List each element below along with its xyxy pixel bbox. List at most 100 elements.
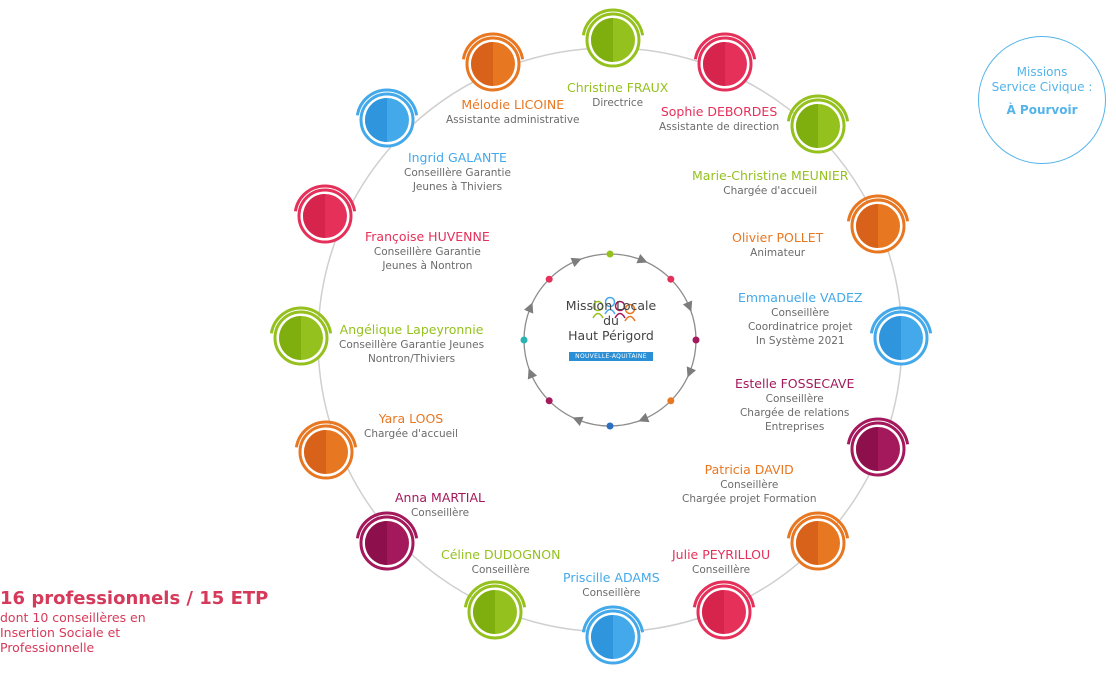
member-label-3: Marie-Christine MEUNIER Chargée d'accueil — [692, 168, 848, 198]
member-node-arc — [581, 605, 645, 633]
member-node-arc — [693, 32, 757, 60]
member-node-arc — [692, 580, 756, 608]
member-node-7 — [786, 511, 850, 571]
member-node-shade — [703, 42, 725, 86]
member-role: Assistante de direction — [659, 121, 780, 133]
member-node-shade — [702, 590, 724, 634]
service-civique-line2: Service Civique : — [991, 80, 1093, 94]
logo-figure-head — [614, 300, 626, 312]
member-node-arc — [355, 88, 419, 116]
member-node-arc — [294, 420, 358, 448]
service-civique-badge: Missions Service Civique : À Pourvoir — [978, 36, 1106, 164]
team-summary: 16 professionnels / 15 ETP dont 10 conse… — [0, 588, 268, 655]
cycle-arrow — [638, 412, 650, 423]
member-label-1: Christine FRAUX Directrice — [567, 80, 668, 110]
member-role: Coordinatrice projet — [747, 321, 853, 333]
member-node-shade — [365, 98, 387, 142]
member-role: Chargée d'accueil — [364, 428, 458, 440]
member-node-ring — [850, 421, 906, 477]
member-node-arc — [786, 94, 850, 122]
member-node-arc — [786, 511, 850, 539]
member-node-ring — [359, 515, 415, 571]
member-name: Priscille ADAMS — [563, 570, 660, 585]
member-node-ring — [790, 515, 846, 571]
cycle-dot — [667, 275, 675, 283]
cycle-dot — [606, 422, 614, 430]
member-name: Marie-Christine MEUNIER — [692, 168, 849, 183]
member-node-arc — [463, 580, 527, 608]
member-role: Conseillère — [410, 507, 470, 519]
cycle-arrow — [570, 257, 582, 268]
member-role: Conseillère — [771, 307, 830, 319]
cycle-arrow — [572, 416, 584, 426]
member-node-ring — [696, 584, 752, 640]
member-node-shade — [471, 42, 493, 86]
member-node-shade — [796, 521, 818, 565]
member-role: Conseillère — [582, 587, 641, 599]
member-node-shade — [304, 430, 326, 474]
member-node-ring — [298, 424, 354, 480]
service-civique-line1: Missions — [1016, 65, 1068, 79]
member-node-6 — [846, 417, 910, 477]
member-label-12: Yara LOOS Chargée d'accueil — [364, 411, 458, 441]
cycle-dot — [692, 336, 700, 344]
member-name: Christine FRAUX — [567, 80, 669, 95]
logo-figure-body — [592, 312, 604, 319]
member-label-10: Céline DUDOGNON Conseillère — [441, 547, 560, 577]
member-node-ring — [697, 36, 753, 92]
cycle-arrow — [636, 254, 648, 264]
member-name: Céline DUDOGNON — [441, 547, 561, 562]
member-node-ring — [273, 310, 329, 366]
member-node-14 — [293, 184, 357, 244]
member-node-ring — [873, 310, 929, 366]
cycle-dot — [545, 275, 553, 283]
member-node-shade — [591, 18, 613, 62]
member-node-11 — [355, 511, 419, 571]
member-node-5 — [869, 306, 933, 366]
member-role: In Système 2021 — [755, 335, 845, 347]
cycle-arrow — [686, 366, 696, 378]
logo-figure-head — [604, 296, 616, 308]
member-name: Patricia DAVID — [704, 462, 794, 477]
member-node-arc — [581, 8, 645, 36]
summary-headline: 16 professionnels / 15 ETP — [0, 588, 269, 609]
member-name: Angélique Lapeyronnie — [339, 322, 484, 337]
member-role: Conseillère — [720, 479, 779, 491]
logo-figure-head — [592, 300, 604, 312]
member-name: Mélodie LICOINE — [461, 97, 565, 112]
member-node-shade — [856, 427, 878, 471]
member-node-arc — [461, 32, 525, 60]
member-node-ring — [850, 198, 906, 254]
member-node-8 — [692, 580, 756, 640]
member-role: Chargée d'accueil — [723, 185, 818, 197]
member-role: Directrice — [592, 97, 644, 109]
member-label-9: Priscille ADAMS Conseillère — [563, 570, 660, 600]
member-name: Yara LOOS — [378, 411, 444, 426]
member-role: Conseillère — [471, 564, 530, 576]
logo-figure-body — [624, 315, 636, 322]
member-node-1 — [581, 8, 645, 68]
member-node-shade — [856, 204, 878, 248]
member-node-ring — [790, 98, 846, 154]
cycle-arrow — [527, 368, 538, 380]
member-role: Nontron/Thiviers — [367, 353, 456, 365]
member-node-arc — [293, 184, 357, 212]
cycle-dot — [520, 336, 528, 344]
logo-figures-icon — [592, 296, 636, 322]
member-name: Emmanuelle VADEZ — [738, 290, 863, 305]
logo-region-tag: NOUVELLE-AQUITAINE — [569, 352, 653, 361]
member-node-shade — [879, 316, 901, 360]
member-node-ring — [467, 584, 523, 640]
member-node-2 — [693, 32, 757, 92]
cycle-arrow — [524, 302, 534, 314]
member-node-ring — [585, 609, 641, 665]
